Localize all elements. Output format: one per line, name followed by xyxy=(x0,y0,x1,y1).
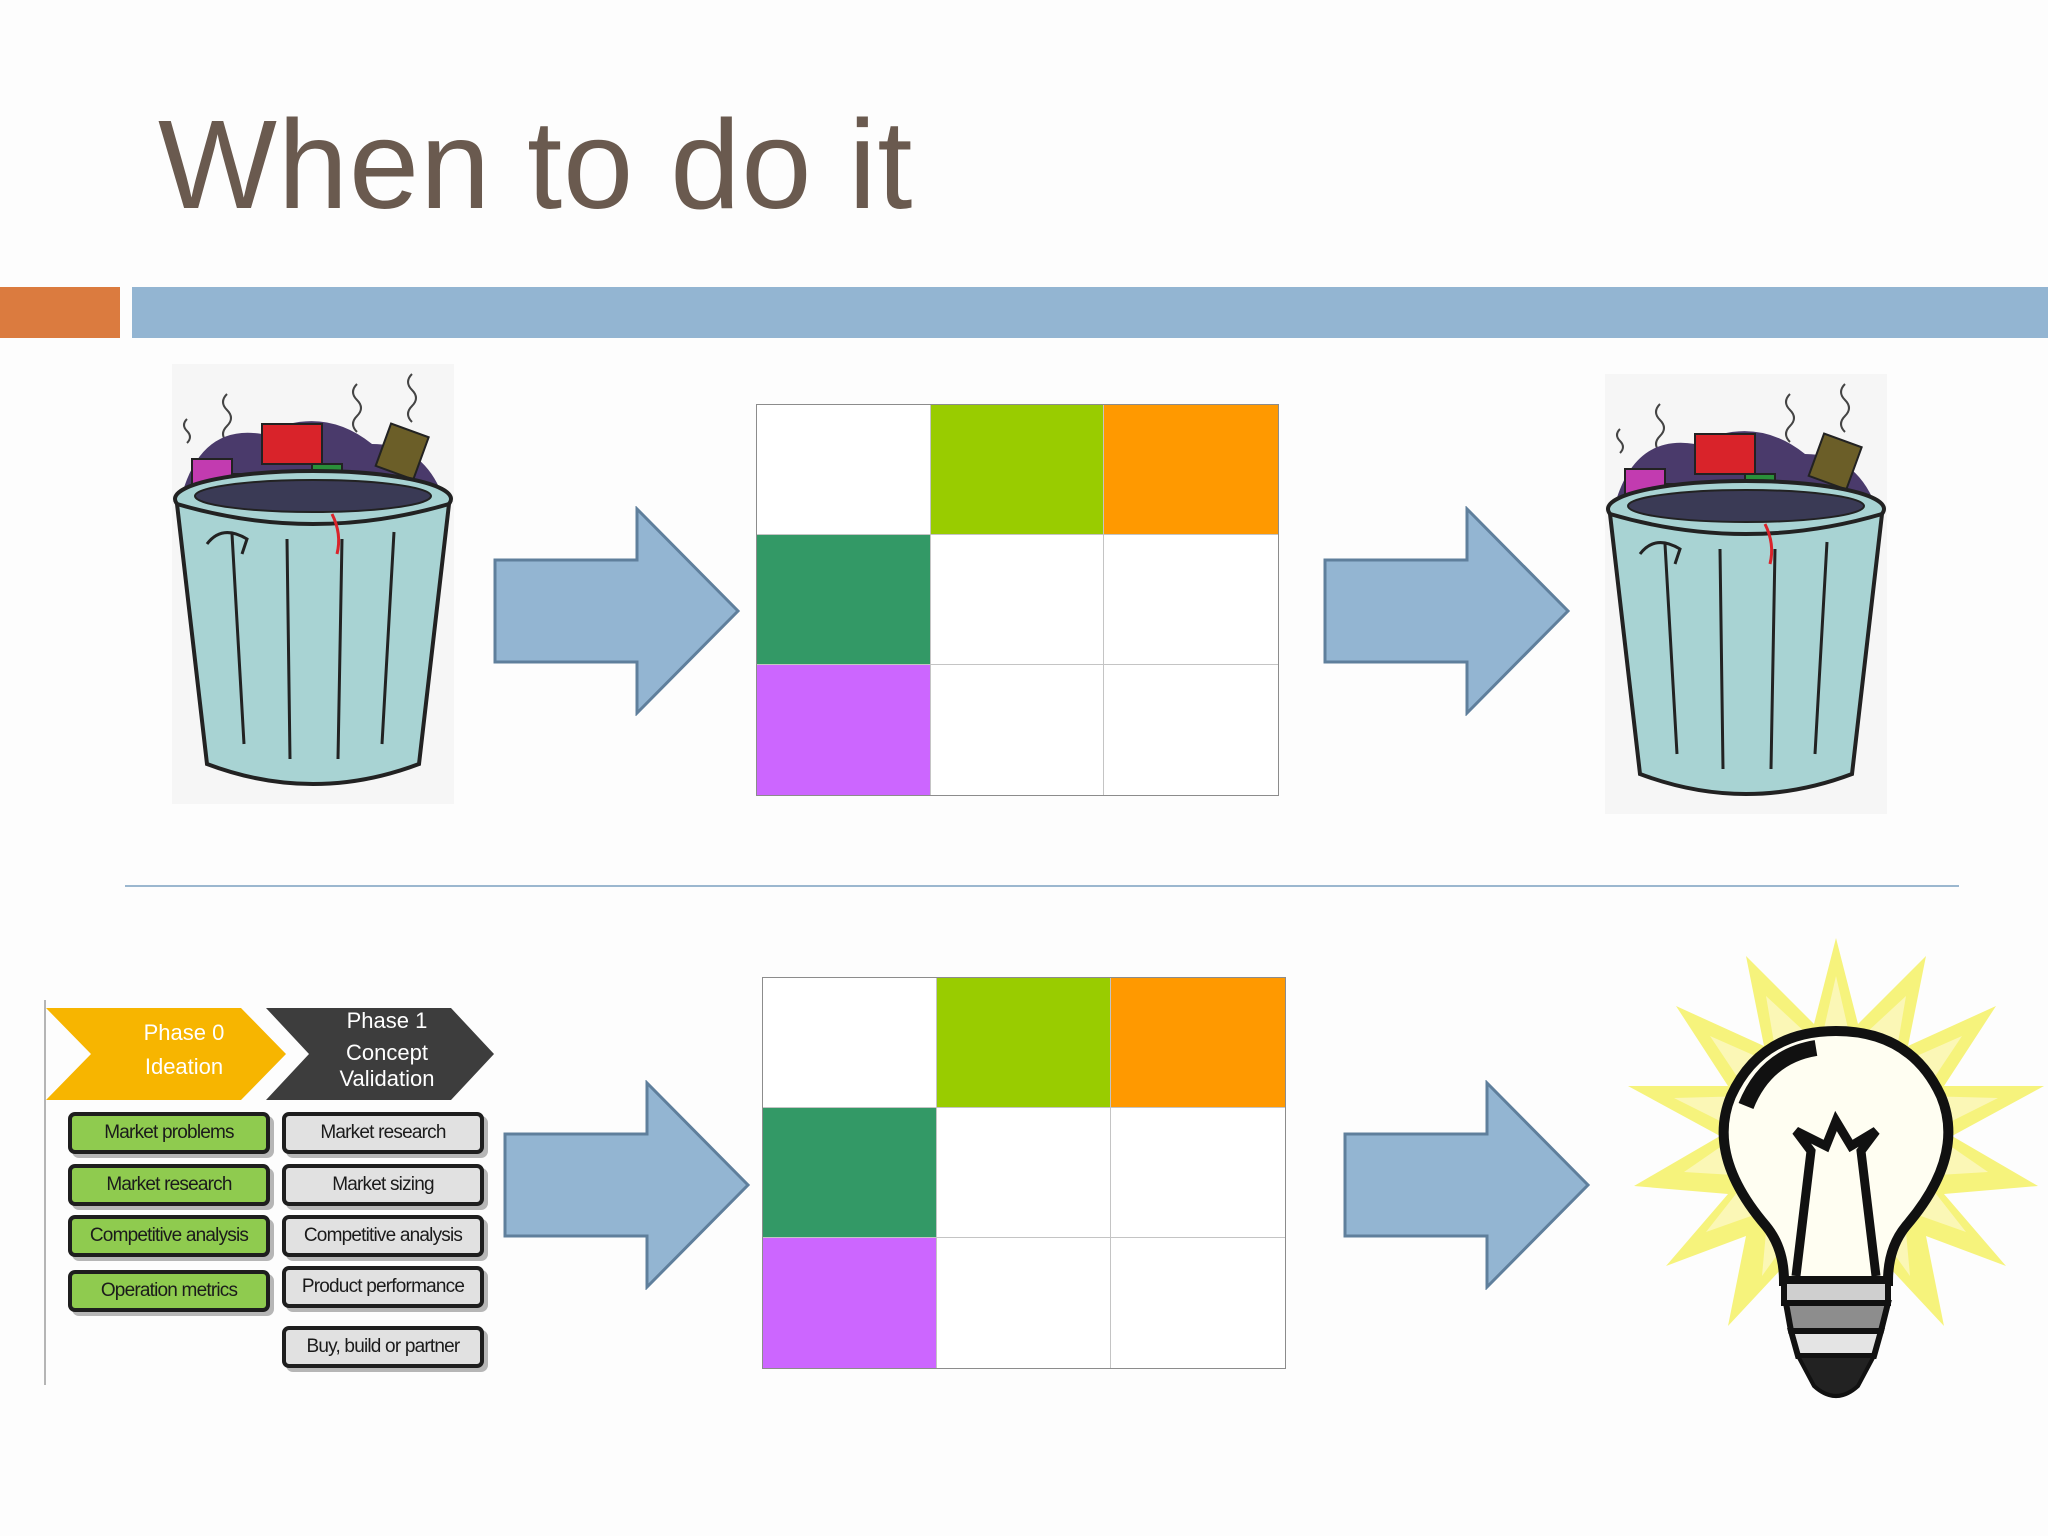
accent-bar-blue xyxy=(132,287,2048,338)
matrix-cell xyxy=(763,1238,937,1368)
phase-1-item: Product performance xyxy=(282,1266,484,1308)
matrix-cell xyxy=(930,405,1105,535)
phase-1-item: Market research xyxy=(282,1112,484,1154)
arrow-bottom-right xyxy=(1343,1080,1591,1290)
matrix-cell xyxy=(1111,978,1285,1108)
phase-0-title: Phase 0 xyxy=(143,1020,225,1045)
phase-0-item: Competitive analysis xyxy=(68,1215,270,1257)
phase-1-item: Market sizing xyxy=(282,1164,484,1206)
phase-1-label: Phase 1 Concept Validation xyxy=(312,1008,462,1092)
matrix-cell xyxy=(930,535,1105,665)
section-divider xyxy=(125,885,1959,887)
phase-1-subtitle: Concept xyxy=(346,1040,428,1065)
matrix-cell xyxy=(937,1238,1111,1368)
phase-0-label: Phase 0 Ideation xyxy=(104,1020,264,1080)
phase-0-subtitle: Ideation xyxy=(144,1054,224,1079)
trash-can-icon xyxy=(1605,374,1887,814)
phase-0-item: Market research xyxy=(68,1164,270,1206)
trash-can-icon xyxy=(172,364,454,804)
phase-0-chevron xyxy=(46,1008,286,1100)
phase-1-title: Phase 1 xyxy=(346,1008,428,1033)
arrow-top-right xyxy=(1323,506,1571,716)
matrix-cell xyxy=(930,665,1105,795)
phase-1-subtitle-2: Validation xyxy=(339,1066,435,1091)
matrix-cell xyxy=(1104,665,1278,795)
matrix-cell xyxy=(757,405,931,535)
matrix-cell xyxy=(1111,1108,1285,1238)
phase-1-chevron xyxy=(266,1008,494,1100)
phase-0-item: Market problems xyxy=(68,1112,270,1154)
matrix-cell xyxy=(757,665,931,795)
phase-1-item: Competitive analysis xyxy=(282,1215,484,1257)
matrix-cell xyxy=(763,978,937,1108)
matrix-cell xyxy=(937,1108,1111,1238)
matrix-top xyxy=(756,404,1279,796)
matrix-cell xyxy=(757,535,931,665)
phase-0-item: Operation metrics xyxy=(68,1270,270,1312)
matrix-bottom xyxy=(762,977,1286,1369)
matrix-cell xyxy=(763,1108,937,1238)
phase-block: Phase 0 Ideation Phase 1 Concept Validat… xyxy=(44,1000,496,1390)
matrix-cell xyxy=(937,978,1111,1108)
matrix-cell xyxy=(1104,405,1278,535)
slide-title: When to do it xyxy=(158,94,914,235)
matrix-cell xyxy=(1104,535,1278,665)
matrix-cell xyxy=(1111,1238,1285,1368)
phase-1-item: Buy, build or partner xyxy=(282,1326,484,1368)
accent-bar-orange xyxy=(0,287,120,338)
arrow-bottom-left xyxy=(503,1080,751,1290)
phase-block-edge xyxy=(44,1000,46,1385)
arrow-top-left xyxy=(493,506,741,716)
light-bulb-icon xyxy=(1628,938,2044,1398)
